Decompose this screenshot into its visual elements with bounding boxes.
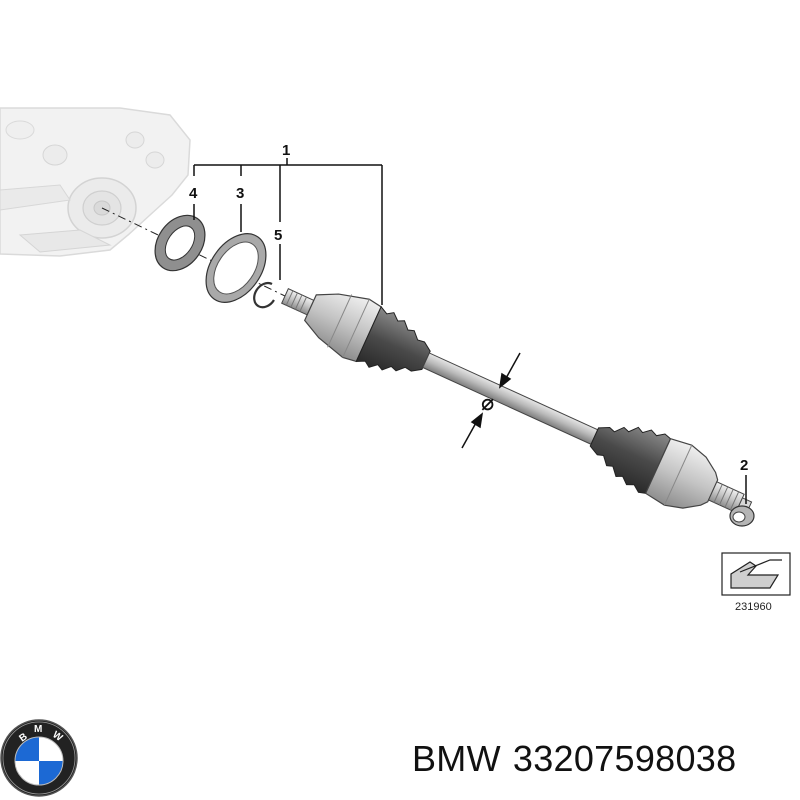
bmw-logo: B M W xyxy=(0,719,78,797)
part-number: 33207598038 xyxy=(512,738,737,779)
callout-2: 2 xyxy=(740,457,748,474)
svg-text:M: M xyxy=(34,724,42,735)
ring-part-3 xyxy=(205,233,267,303)
callout-1: 1 xyxy=(282,142,290,159)
part-caption: BMW 33207598038 xyxy=(412,738,736,780)
collar-nut-part-2 xyxy=(729,505,755,527)
washer-part-4 xyxy=(154,214,206,272)
callout-leaders xyxy=(193,158,747,504)
differential-housing xyxy=(0,107,191,257)
brand-name: BMW xyxy=(412,738,501,779)
callout-4: 4 xyxy=(189,185,198,202)
reference-box xyxy=(721,552,791,596)
diameter-indicator xyxy=(461,352,521,449)
reference-number: 231960 xyxy=(735,601,772,613)
circlip-part-5 xyxy=(253,281,275,309)
diameter-symbol: ⌀ xyxy=(481,391,494,416)
drive-shaft-assembly xyxy=(281,288,753,514)
callout-3: 3 xyxy=(236,185,244,202)
callout-5: 5 xyxy=(274,227,282,244)
